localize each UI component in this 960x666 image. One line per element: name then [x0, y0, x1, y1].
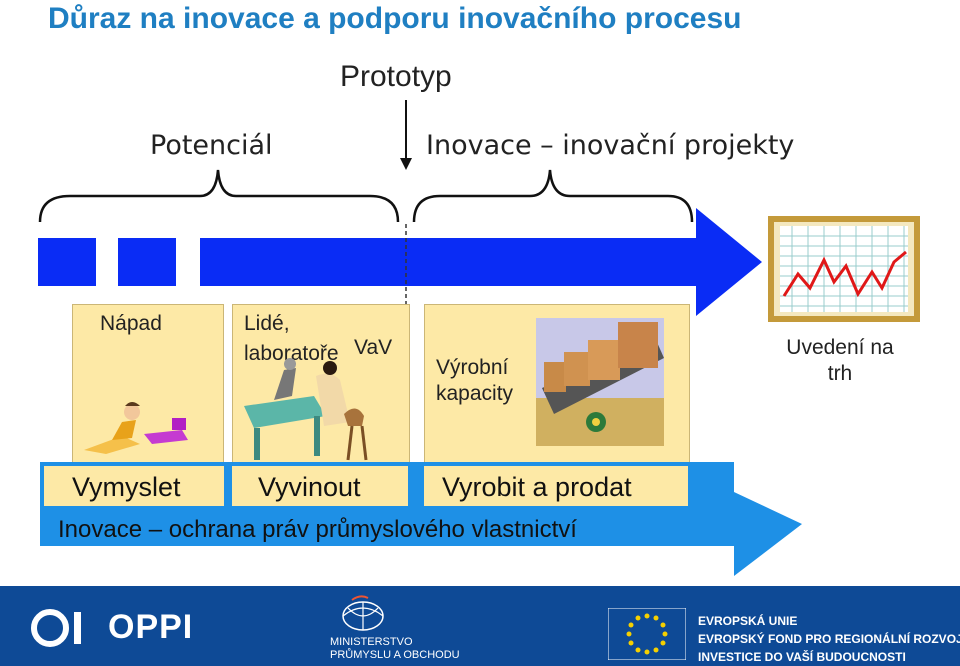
- production-label-line2: kapacity: [436, 382, 514, 405]
- eu-line2: EVROPSKÝ FOND PRO REGIONÁLNÍ ROZVOJ: [698, 632, 960, 646]
- timeline-arrow: [200, 208, 762, 316]
- lab-illustration: [244, 358, 368, 461]
- footer-bar: OPPI MINISTERSTVO PRŮMYSLU A OBCHODU EVR…: [0, 586, 960, 666]
- eu-line1: EVROPSKÁ UNIE: [698, 614, 798, 628]
- eu-flag-icon: [608, 608, 686, 660]
- ministry-line2: PRŮMYSLU A OBCHODU: [330, 649, 460, 661]
- innovation-projects-label: Inovace – inovační projekty: [426, 130, 795, 161]
- timeline-segment-2: [118, 238, 176, 286]
- prototype-label: Prototyp: [340, 60, 452, 93]
- ministry-line1: MINISTERSTVO: [330, 636, 413, 648]
- rnd-label-line1: Lidé,: [244, 312, 290, 335]
- page-title: Důraz na inovace a podporu inovačního pr…: [48, 2, 742, 35]
- production-label-line1: Výrobní: [436, 356, 509, 379]
- phase-produce-sell: Vyrobit a prodat: [442, 472, 632, 502]
- bottom-arrow: [40, 462, 802, 576]
- phase-develop: Vyvinout: [258, 472, 361, 502]
- prototype-arrow: [400, 100, 412, 170]
- market-label-line1: Uvedení na: [786, 336, 894, 359]
- oppi-emblem-icon: [31, 609, 81, 647]
- timeline-segment-1: [38, 238, 96, 286]
- potential-brace: [38, 169, 400, 223]
- oppi-logo-text: OPPI: [108, 608, 194, 646]
- innovation-brace: [412, 169, 694, 223]
- thinking-person-illustration: [84, 402, 188, 454]
- idea-label: Nápad: [100, 312, 162, 335]
- market-label-line2: trh: [827, 362, 853, 385]
- factory-conveyor-illustration: [536, 318, 664, 446]
- rnd-label-vav: VaV: [354, 336, 393, 359]
- potential-label: Potenciál: [150, 130, 273, 161]
- ministry-globe-icon: [342, 595, 384, 631]
- eu-line3: INVESTICE DO VAŠÍ BUDOUCNOSTI: [698, 650, 906, 664]
- phase-invent: Vymyslet: [72, 472, 181, 502]
- rnd-label-line2: laboratoře: [244, 342, 339, 365]
- market-chart-icon: [768, 216, 920, 322]
- bottom-arrow-text: Inovace – ochrana práv průmyslového vlas…: [58, 516, 577, 543]
